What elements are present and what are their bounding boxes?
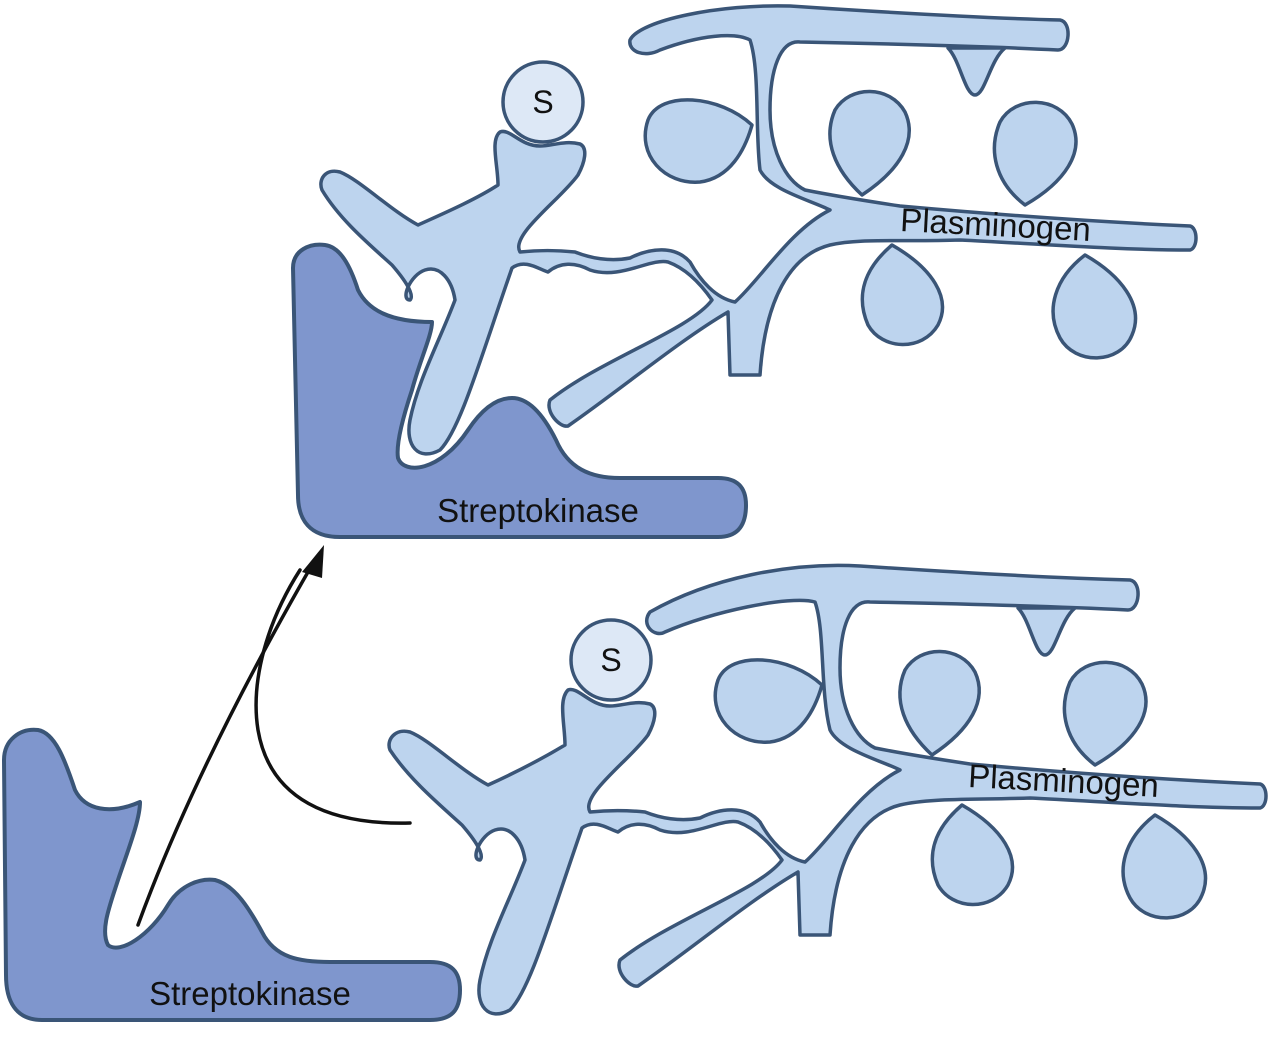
lower-lobe-top-1: [898, 649, 981, 757]
upper-lobe-left: [643, 98, 754, 184]
arrow-head: [302, 545, 324, 578]
upper-streptokinase-label: Streptokinase: [437, 492, 639, 529]
lower-streptokinase-label: Streptokinase: [149, 975, 351, 1012]
upper-top-notch: [946, 46, 1007, 97]
upper-complex: [291, 4, 1198, 539]
lower-plasminogen-body: [387, 563, 1268, 1016]
lower-lobe-bottom-1: [930, 803, 1015, 907]
upper-lobe-bottom-2: [1051, 253, 1138, 360]
upper-streptokinase-shape: [291, 242, 748, 539]
arrow-line-from-plasminogen: [254, 568, 412, 825]
lower-streptokinase-shape: [2, 727, 462, 1022]
lower-lobe-left: [713, 658, 824, 744]
upper-lobe-bottom-1: [860, 243, 945, 347]
lower-lobe-bottom-2: [1121, 813, 1208, 920]
lower-s-circle: [569, 618, 653, 702]
lower-lobe-top-2: [1062, 660, 1148, 767]
transition-arrows: [136, 545, 412, 927]
lower-complex: [2, 563, 1268, 1022]
upper-s-label: S: [532, 84, 553, 120]
upper-lobe-top-2: [992, 100, 1078, 207]
arrow-line-from-streptokinase: [136, 563, 314, 927]
upper-plasminogen-body: [319, 4, 1198, 456]
upper-s-circle: [501, 60, 585, 144]
lower-top-notch: [1016, 606, 1077, 657]
upper-lobe-top-1: [828, 89, 911, 197]
lower-s-label: S: [600, 642, 621, 678]
